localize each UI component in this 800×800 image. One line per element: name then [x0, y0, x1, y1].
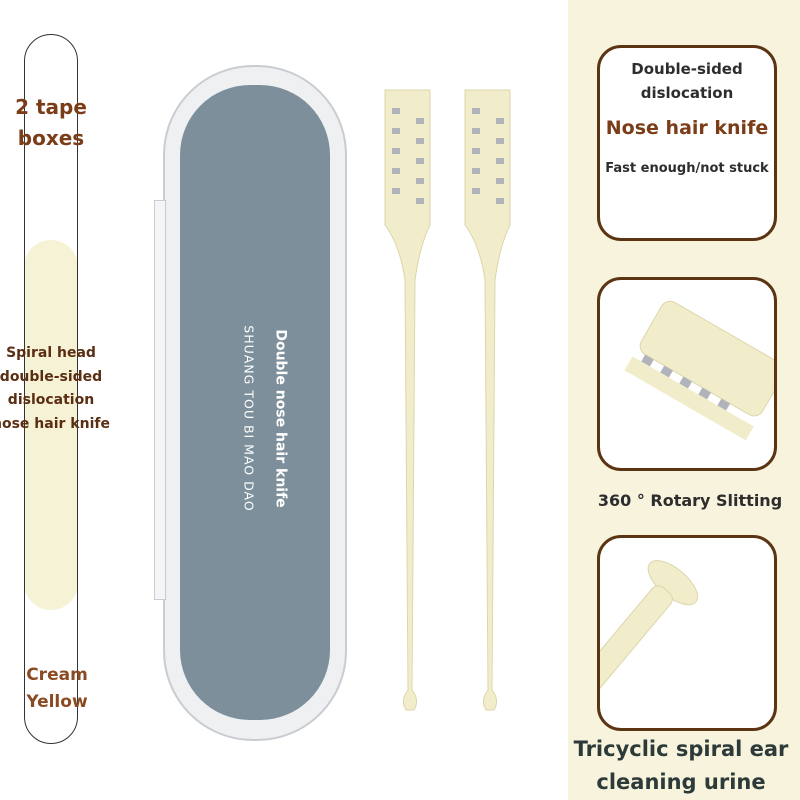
tool-right: [464, 89, 511, 711]
tool-left: [384, 89, 431, 711]
cream-swatch: [24, 240, 78, 610]
nose-hair-tools-illustration: [384, 89, 511, 711]
ear-spiral-image: [597, 535, 777, 731]
nose-hair-knife-headline: Nose hair knife: [605, 117, 769, 139]
tape-boxes-label: 2 tape boxes: [15, 95, 87, 150]
color-label: Cream Yellow: [26, 665, 88, 712]
double-sided-label: Double-sided dislocation: [631, 60, 743, 102]
feature-box-knife: Double-sided dislocation Nose hair knife…: [597, 45, 777, 241]
rotary-caption: 360 ° Rotary Slitting: [597, 491, 783, 510]
case-lid: [180, 85, 330, 720]
tagline: Fast enough/not stuck: [605, 161, 769, 176]
case-subtitle: SHUANG TOU BI MAO DAO: [241, 325, 257, 512]
case-title: Double nose hair knife: [272, 329, 289, 508]
product-description: Spiral head double-sided dislocation nos…: [0, 345, 110, 432]
rotary-head-image: [597, 277, 777, 471]
left-outline-pill: [24, 34, 78, 744]
blade-springs: [392, 108, 504, 204]
ear-cleaner-caption: Tricyclic spiral ear cleaning urine: [573, 737, 789, 794]
case-hinge: [154, 200, 166, 600]
